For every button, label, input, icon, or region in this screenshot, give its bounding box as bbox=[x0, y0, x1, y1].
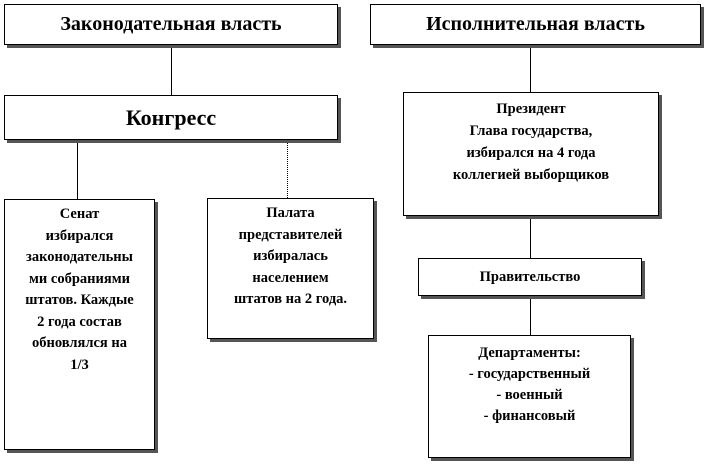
connector-congress-house bbox=[287, 140, 288, 198]
senate-box: Сенат избирался законодательны ми собран… bbox=[4, 199, 155, 450]
congress-title: Конгресс bbox=[125, 104, 217, 130]
government-title: Правительство bbox=[479, 268, 581, 285]
legislative-branch-title: Законодательная власть bbox=[60, 13, 282, 35]
departments-box: Департаменты: - государственный - военны… bbox=[428, 335, 631, 458]
connector-legislative-congress bbox=[171, 45, 172, 95]
legislative-branch-box: Законодательная власть bbox=[4, 4, 338, 45]
house-description: Палата представителей избиралась населен… bbox=[233, 205, 348, 307]
departments-description: Департаменты: - государственный - военны… bbox=[468, 345, 591, 424]
government-box: Правительство bbox=[418, 258, 642, 296]
congress-box: Конгресс bbox=[4, 95, 338, 140]
house-box: Палата представителей избиралась населен… bbox=[207, 198, 374, 339]
president-description: Президент Глава государства, избирался н… bbox=[452, 101, 610, 183]
president-box: Президент Глава государства, избирался н… bbox=[403, 92, 659, 216]
connector-congress-senate bbox=[77, 140, 78, 199]
connector-executive-president bbox=[530, 45, 531, 92]
executive-branch-title: Исполнительная власть bbox=[426, 13, 645, 35]
connector-government-departments bbox=[530, 296, 531, 335]
connector-president-government bbox=[530, 216, 531, 258]
executive-branch-box: Исполнительная власть bbox=[370, 4, 701, 45]
senate-description: Сенат избирался законодательны ми собран… bbox=[25, 206, 134, 373]
